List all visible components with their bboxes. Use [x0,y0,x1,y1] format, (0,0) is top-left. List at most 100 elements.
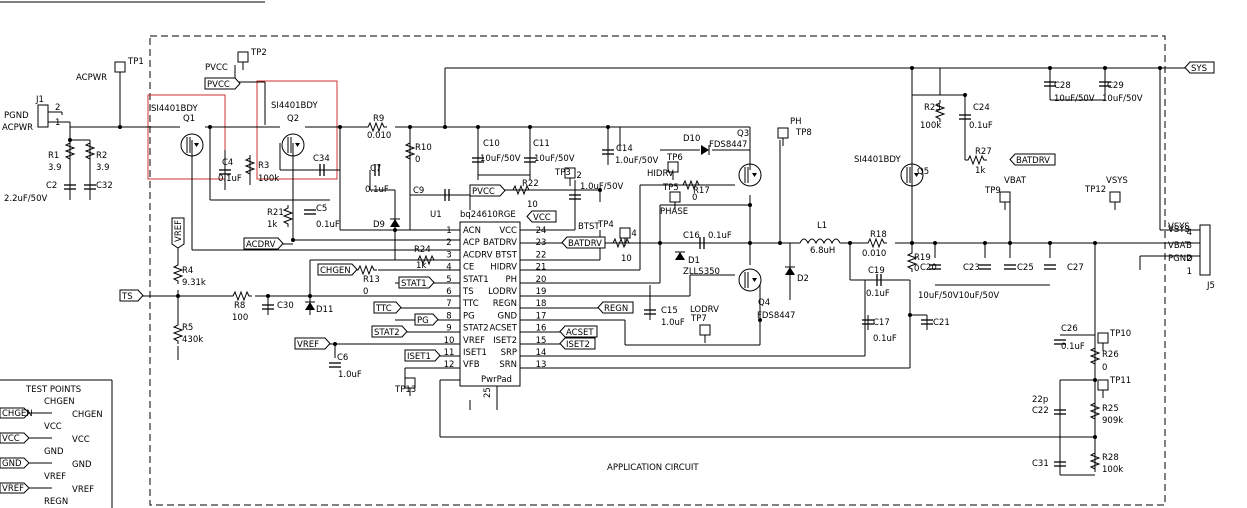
ic-pin-name-lodrv: LODRV [488,287,517,297]
value-r8: 100 [232,313,248,323]
ic-pin-num-21: 21 [536,263,547,273]
ic-pin-num-11: 11 [444,348,455,358]
ic-pin-num-7: 7 [446,299,451,309]
tp-label-tp13: TP13 [394,385,416,395]
net-flag-text: STAT2 [374,328,400,338]
ref-r22: R22 [522,179,539,189]
ref-c29: C29 [1107,81,1124,91]
ic-u1-footer: PwrPad [481,375,512,385]
testpoint-tp9: TP9 [984,186,1011,210]
ic-pin-num-16: 16 [536,324,547,334]
ic-pin-num-22: 22 [536,250,547,260]
ic-pin-name-batdrv: BATDRV [483,238,517,248]
value-r9: 0.010 [367,131,391,141]
ref-r10: R10 [415,143,432,153]
lodrv-label: LODRV [690,305,719,315]
j1-net-acpwr: ACPWR [2,123,33,133]
net-flags: PVCCPVCCVCCBATDRVBATDRVACDRVCHGENSTAT1TS… [119,61,1215,362]
net-flag-stat2: STAT2 [371,325,408,338]
legend-net: CHGEN [44,397,75,407]
net-flag-text: VREF [297,340,319,350]
ic-pin-num-6: 6 [446,287,451,297]
net-flag-text: ACSET [566,328,594,338]
component-c31: C31 [1032,459,1066,469]
component-d10: D10 [683,134,710,155]
tp-label-tp5: TP5 [662,183,679,193]
value-c14: 1.0uF/50V [615,156,658,166]
ref-r13: R13 [363,275,380,285]
component-c23: C23 [963,263,991,273]
legend-net: VCC [44,422,62,432]
tp-label-tp4: TP4 [597,220,614,230]
value-r27: 1k [975,166,985,176]
application-circuit-boundary [149,35,1166,506]
testpoint-tp12: TP12 [1084,185,1121,210]
tp-label-tp2: TP2 [250,48,267,58]
ref-c24: C24 [973,103,990,113]
value-r24: 1k [416,261,426,271]
net-flag-vref-left: VREF [171,217,185,249]
legend-net: REGN [44,497,68,507]
ref-d1: D1 [688,256,700,266]
net-flag-batdrv-q5: BATDRV [1009,153,1056,166]
ic-pin-name-ce: CE [463,263,474,273]
component-c4: C40.1uF [218,158,242,184]
wiring [48,65,1200,476]
ic-pin-name-ph: PH [505,275,517,285]
net-flag-acdrv: ACDRV [243,237,284,250]
net-flag-vcc: VCC [526,210,557,223]
ref-r8: R8 [234,301,245,311]
legend-title: TEST POINTS [25,385,81,395]
ref-c31: C31 [1032,459,1049,469]
legend-row-vcc: VCC VCC VCC [0,422,90,445]
legend-label: VCC [72,435,90,445]
net-flag-text: VREF [174,220,184,242]
testpoint-tp6: TP6 [666,153,683,180]
ref-d11: D11 [316,305,333,315]
component-c32: C32 [84,181,113,191]
j1-ref: J1 [35,95,44,105]
legend-net: GND [44,447,64,457]
net-flag-text: PVCC [472,187,495,197]
ref-r1: R1 [48,151,59,161]
tp-label-tp7: TP7 [690,314,707,324]
ic-pin-name-acdrv: ACDRV [463,250,493,260]
j5-net-vbat: VBAT [1168,241,1191,251]
testpoint-tp4: TP4 [597,220,631,246]
ic-pin-num-20: 20 [536,275,547,285]
legend-net: VREF [44,472,66,482]
ic-u1-part: bq24610RGE [460,210,516,220]
ref-r21: R21 [267,208,284,218]
ic-pin-name-pg: PG [463,311,475,321]
value-r22: 10 [527,200,538,210]
legend-flag: VCC [2,434,20,444]
ic-pin-name-vcc: VCC [499,226,517,236]
ref-c15: C15 [661,306,678,316]
value-c17: 0.1uF [873,334,897,344]
ref-q1: Q1 [183,114,195,124]
ref-c28: C28 [1054,81,1071,91]
value-c2: 2.2uF/50V [4,194,47,204]
net-flag-regn: REGN [597,301,634,314]
value-q5: SI4401BDY [854,155,901,165]
ic-pin-name-gnd: GND [498,311,518,321]
pvcc-tp-label: PVCC [205,63,228,73]
component-d2: D2 [785,266,809,284]
net-flag-chgen: CHGEN [317,263,358,276]
ref-c7: C7 [370,164,381,174]
testpoints: TP1TP2TP3TP4TP5TP6TP7TP8TP9TP10TP11TP12T… [114,48,1131,398]
net-flag-text: PG [417,316,429,326]
value-q4: FDS8447 [757,311,795,321]
